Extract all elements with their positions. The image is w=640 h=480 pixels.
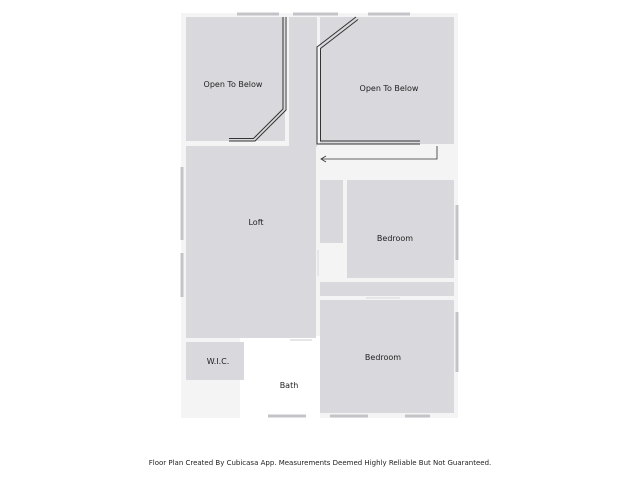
open-to-below-left-area	[186, 17, 285, 141]
bedroom-upper-area	[347, 180, 454, 278]
railings	[229, 16, 420, 145]
loft-label: Loft	[248, 218, 263, 227]
stair-arrow-head	[320, 155, 327, 163]
stair-arrow-line	[322, 146, 438, 160]
open-to-below-right-area	[320, 17, 454, 144]
hallway-strip-area	[320, 282, 454, 296]
stair-arrow	[320, 146, 438, 163]
closet-area	[320, 180, 343, 243]
railing-left	[229, 17, 287, 142]
loft-corridor-area	[289, 17, 317, 147]
wic-label: W.I.C.	[207, 357, 230, 366]
wic-area	[186, 342, 244, 380]
railing-right-inner	[320, 19, 420, 142]
bedroom-upper-label: Bedroom	[377, 234, 413, 243]
interior-marks	[290, 250, 400, 341]
bath-label: Bath	[280, 381, 299, 390]
open-to-below-left-label: Open To Below	[204, 80, 263, 89]
room-areas	[186, 17, 454, 413]
railing-left-inner	[229, 17, 284, 139]
windows	[180, 12, 459, 418]
footer-disclaimer: Floor Plan Created By Cubicasa App. Meas…	[148, 459, 492, 467]
loft-area	[186, 146, 316, 338]
room-labels: Open To Below Open To Below Loft Bedroom…	[204, 80, 419, 390]
bedroom-lower-area	[320, 300, 454, 413]
railing-right	[316, 16, 420, 145]
bedroom-lower-label: Bedroom	[365, 353, 401, 362]
open-to-below-right-label: Open To Below	[360, 84, 419, 93]
